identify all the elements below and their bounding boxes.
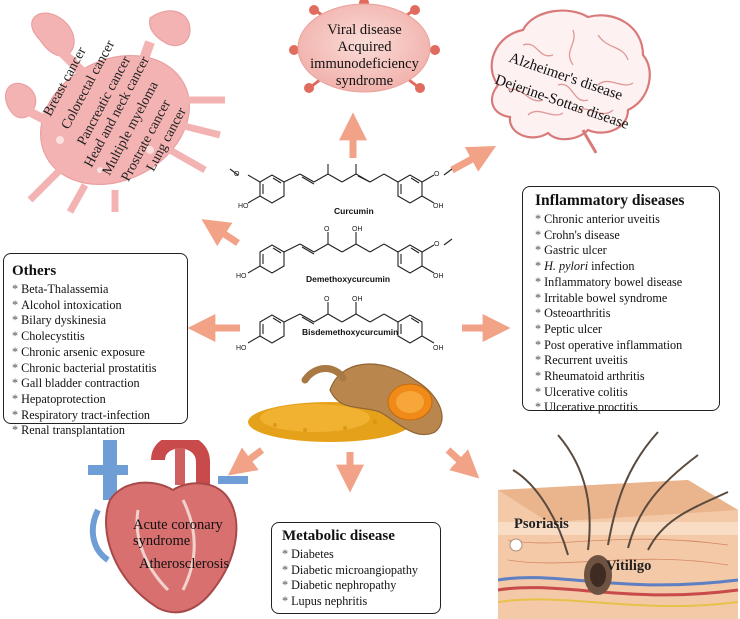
- list-item: *Beta-Thalassemia: [12, 282, 109, 296]
- list-item: *Recurrent uveitis: [535, 353, 628, 368]
- atom-ho-3: HO: [236, 345, 247, 352]
- list-item: *Alcohol intoxication: [12, 297, 122, 312]
- molecule-name-bisdemethoxycurcumin: Bisdemethoxycurcumin: [302, 327, 399, 337]
- atom-oh-4: OH: [433, 273, 444, 280]
- list-item: *Lupus nephritis: [282, 594, 368, 609]
- list-item: *Bilary dyskinesia: [12, 313, 107, 328]
- crab-illustration: [5, 10, 225, 214]
- metabolic-box: Metabolic disease *Diabetes *Diabetic mi…: [271, 522, 441, 614]
- atom-o-3: O: [434, 171, 440, 178]
- atom-ho-1: HO: [238, 203, 249, 210]
- metabolic-list: *Diabetes *Diabetic microangiopathy *Dia…: [282, 547, 436, 610]
- arrow-to-cancer: [201, 219, 240, 247]
- viral-title: Viral disease: [327, 22, 402, 38]
- list-item: *Irritable bowel syndrome: [535, 290, 668, 305]
- list-item: *Diabetic nephropathy: [282, 578, 397, 593]
- list-item: *H. pylori infection: [535, 259, 635, 274]
- arrow-to-brain: [450, 145, 497, 174]
- list-item: *Ulcerative proctitis: [535, 400, 638, 415]
- atom-oh-5: OH: [352, 296, 363, 303]
- skin-label-vitiligo: Vitiligo: [606, 558, 652, 574]
- list-item: *Rheumatoid arthritis: [535, 369, 645, 384]
- list-item: *Post operative inflammation: [535, 337, 683, 352]
- atom-o-4: O: [324, 226, 330, 233]
- list-item: *Diabetes: [282, 547, 334, 561]
- list-item: *Respiratory tract-infection: [12, 407, 151, 422]
- list-item: *Hepatoprotection: [12, 391, 106, 406]
- others-box: Others *Beta-Thalassemia *Alcohol intoxi…: [3, 253, 188, 437]
- list-item: *Ulcerative colitis: [535, 384, 628, 399]
- skin-label-psoriasis: Psoriasis: [514, 516, 569, 532]
- arrow-to-heart: [227, 447, 265, 476]
- atom-o-2: O: [234, 171, 240, 178]
- atom-o-6: O: [324, 296, 330, 303]
- inflammatory-list: *Chronic anterior uveitis *Crohn's disea…: [535, 212, 715, 416]
- atom-o-5: O: [434, 241, 440, 248]
- brain-illustration: [490, 9, 651, 154]
- metabolic-title: Metabolic disease: [282, 528, 395, 544]
- list-item: *Crohn's disease: [535, 227, 620, 242]
- atom-oh-3: OH: [352, 226, 363, 233]
- list-item: *Gall bladder contraction: [12, 376, 140, 391]
- list-item: *Chronic bacterial prostatitis: [12, 360, 157, 375]
- list-item: *Chronic arsenic exposure: [12, 344, 145, 359]
- atom-oh-2: OH: [433, 203, 444, 210]
- list-item: *Diabetic microangiopathy: [282, 562, 419, 577]
- curcumin-structures: O OH O HO O OH O OH HO O OH O OH HO OH: [229, 164, 453, 352]
- molecule-name-demethoxycurcumin: Demethoxycurcumin: [306, 274, 391, 284]
- list-item: *Chronic anterior uveitis: [535, 212, 660, 226]
- list-item: *Inflammatory bowel disease: [535, 274, 683, 289]
- turmeric-illustration: [248, 363, 443, 442]
- list-item: *Peptic ulcer: [535, 321, 602, 336]
- list-item: *Gastric ulcer: [535, 243, 607, 258]
- inflammatory-box: Inflammatory diseases *Chronic anterior …: [522, 186, 720, 414]
- molecule-name-curcumin: Curcumin: [334, 206, 374, 216]
- virus-illustration: [289, 0, 440, 93]
- heart-label-atherosclerosis: Atherosclerosis: [139, 556, 230, 572]
- list-item: *Cholecystitis: [12, 329, 85, 344]
- viral-line1: Acquired immunodeficiency: [310, 39, 419, 72]
- heart-illustration: [88, 440, 248, 614]
- heart-label-acs: Acute coronary syndrome: [133, 517, 223, 549]
- skin-illustration: [498, 431, 739, 619]
- atom-oh-6: OH: [433, 345, 444, 352]
- atom-ho-2: HO: [236, 273, 247, 280]
- viral-disease-label: Viral disease Acquired immunodeficiency …: [282, 22, 447, 90]
- viral-line2: syndrome: [335, 73, 394, 89]
- others-list: *Beta-Thalassemia *Alcohol intoxication …: [12, 282, 183, 439]
- list-item: *Osteoarthritis: [535, 306, 611, 321]
- arrow-to-skin: [445, 447, 480, 479]
- inflammatory-title: Inflammatory diseases: [535, 192, 685, 209]
- list-item: *Renal transplantation: [12, 423, 125, 438]
- others-title: Others: [12, 263, 57, 279]
